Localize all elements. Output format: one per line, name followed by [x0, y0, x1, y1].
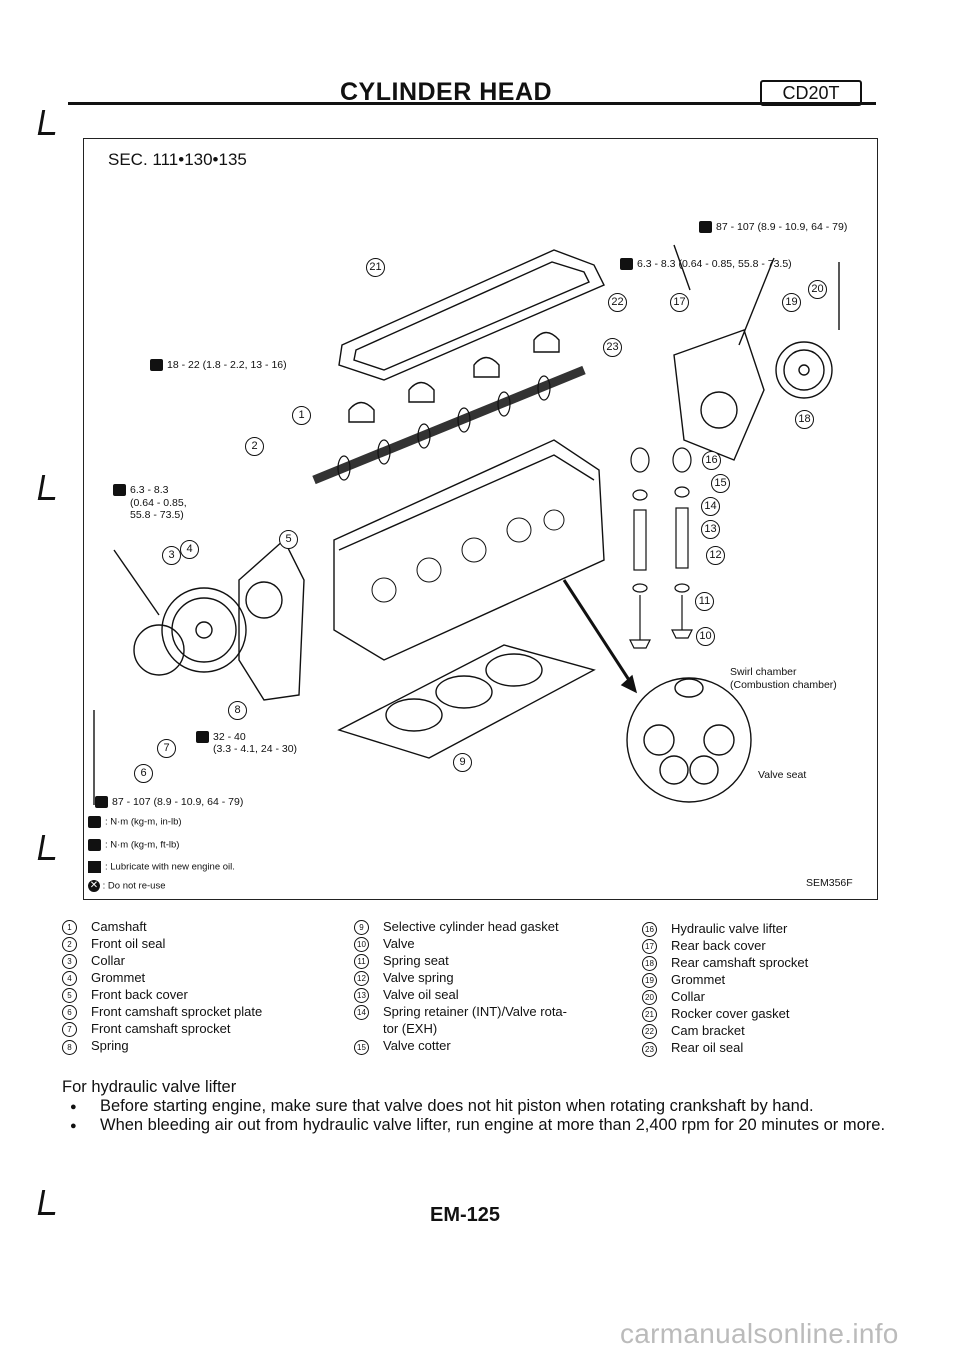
- callout-12: 12: [706, 546, 725, 565]
- page-number: EM-125: [430, 1204, 501, 1226]
- list-item: tor (EXH): [383, 1021, 438, 1037]
- callout-21: 21: [366, 258, 385, 277]
- torque-label: 18 - 22 (1.8 - 2.2, 13 - 16): [150, 359, 287, 372]
- torque-label: 55.8 - 73.5): [130, 509, 184, 521]
- notes-heading: For hydraulic valve lifter: [62, 1078, 237, 1096]
- legend-row: ✕ : Do not re-use: [88, 880, 166, 892]
- callout-2: 2: [245, 437, 264, 456]
- engine-code-badge: CD20T: [760, 80, 862, 106]
- torque-in-icon: [620, 258, 633, 271]
- torque-label: 6.3 - 8.3: [113, 484, 169, 497]
- torque-ft-icon: [88, 839, 101, 851]
- swirl-chamber-label: (Combustion chamber): [730, 679, 837, 691]
- callout-20: 20: [808, 280, 827, 299]
- callout-19: 19: [782, 293, 801, 312]
- torque-in-icon: [113, 484, 126, 497]
- torque-ft-icon: [150, 359, 163, 372]
- section-number: SEC. 111•130•135: [108, 150, 247, 169]
- callout-13: 13: [701, 520, 720, 539]
- callout-8: 8: [228, 701, 247, 720]
- torque-label: 6.3 - 8.3 (0.64 - 0.85, 55.8 - 73.5): [620, 258, 792, 271]
- callout-10: 10: [696, 627, 715, 646]
- callout-11: 11: [695, 592, 714, 611]
- torque-label: 87 - 107 (8.9 - 10.9, 64 - 79): [95, 796, 243, 809]
- callout-7: 7: [157, 739, 176, 758]
- figure-id: SEM356F: [806, 877, 853, 889]
- callout-4: 4: [180, 540, 199, 559]
- torque-ft-icon: [699, 221, 712, 234]
- binding-mark: [37, 110, 60, 135]
- cylinder-head-illustration: [93, 244, 840, 805]
- callout-1: 1: [292, 406, 311, 425]
- callout-3: 3: [162, 546, 181, 565]
- legend-row: : N·m (kg-m, ft-lb): [88, 839, 179, 852]
- note-item: Before starting engine, make sure that v…: [70, 1097, 902, 1117]
- torque-in-icon: [88, 816, 101, 828]
- note-item: When bleeding air out from hydraulic val…: [70, 1116, 902, 1136]
- callout-5: 5: [279, 530, 298, 549]
- legend-row: : N·m (kg-m, in-lb): [88, 816, 182, 829]
- torque-label: 32 - 40: [196, 731, 246, 744]
- callout-23: 23: [603, 338, 622, 357]
- callout-14: 14: [701, 497, 720, 516]
- do-not-reuse-icon: ✕: [88, 880, 100, 892]
- callout-15: 15: [711, 474, 730, 493]
- swirl-chamber-label: Swirl chamber: [730, 666, 797, 678]
- torque-label: (0.64 - 0.85,: [130, 497, 187, 509]
- callout-18: 18: [795, 410, 814, 429]
- torque-ft-icon: [95, 796, 108, 809]
- callout-9: 9: [453, 753, 472, 772]
- torque-label: 87 - 107 (8.9 - 10.9, 64 - 79): [699, 221, 847, 234]
- torque-ft-icon: [196, 731, 209, 744]
- binding-mark: [37, 835, 60, 860]
- notes-section: For hydraulic valve lifter Before starti…: [62, 1078, 902, 1136]
- exploded-view-figure: [83, 138, 878, 900]
- page-title: CYLINDER HEAD: [340, 78, 553, 106]
- binding-mark: [37, 1190, 60, 1215]
- valve-seat-label: Valve seat: [758, 769, 807, 781]
- binding-mark: [37, 475, 60, 500]
- legend-row: : Lubricate with new engine oil.: [88, 861, 235, 874]
- callout-6: 6: [134, 764, 153, 783]
- callout-17: 17: [670, 293, 689, 312]
- watermark: carmanualsonline.info: [620, 1318, 899, 1349]
- oil-can-icon: [88, 861, 101, 873]
- callout-16: 16: [702, 451, 721, 470]
- callout-22: 22: [608, 293, 627, 312]
- torque-label: (3.3 - 4.1, 24 - 30): [213, 743, 298, 755]
- header-rule: [68, 102, 876, 105]
